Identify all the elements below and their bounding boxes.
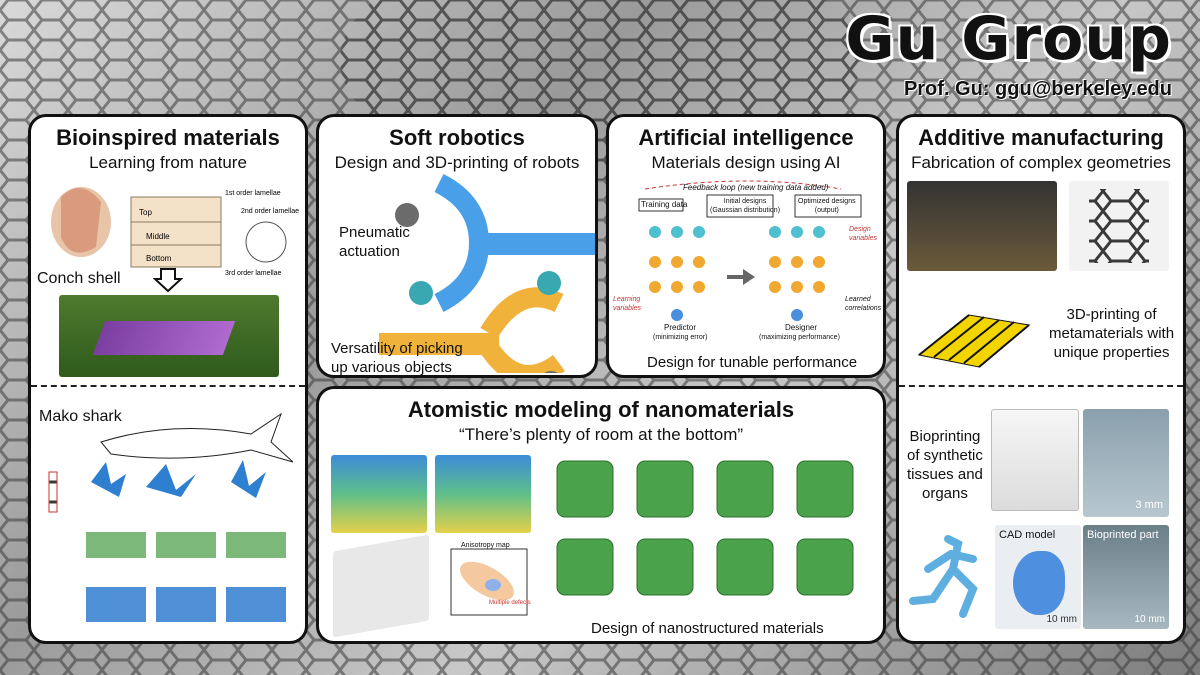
ai-training: Training data [641,200,688,209]
contact-email: Prof. Gu: ggu@berkeley.edu [903,78,1172,100]
fracture-sim-1 [331,455,427,533]
lamellae-3: 3rd order lamellae [225,270,282,277]
graphene-sheet-render [333,534,429,638]
ai-designer-sub: (maximizing performance) [759,334,840,341]
panel-title: Additive manufacturing [918,125,1164,150]
scale-3mm: 3 mm [1135,499,1164,511]
printed-shell-photo [59,295,279,377]
scale-10mm-a: 10 mm [1046,614,1077,625]
panel-title: Bioinspired materials [56,125,280,150]
ai-design-vars: Design variables [849,226,878,242]
panel-subtitle: Design and 3D-printing of robots [334,153,580,172]
layer-middle: Middle [146,232,170,241]
layer-top: Top [139,208,152,217]
panel-title: Soft robotics [389,125,525,150]
panel-soft-robotics: Soft robotics Design and 3D-printing of … [316,114,598,378]
panel-title: Artificial intelligence [638,125,854,150]
panel-title: Atomistic modeling of nanomaterials [407,397,795,422]
ai-learning-vars: Learning variables [613,296,642,312]
multiple-defects-label: Multiple defects [489,600,531,606]
runner-figure [909,535,978,618]
ai-caption: Design for tunable performance [647,354,858,371]
lamellae-2: 2nd order lamellae [241,208,299,215]
mako-shark-diagram [48,412,294,622]
versatility-label: Versatility of picking up various object… [331,340,463,376]
pneumatic-label: Pneumatic actuation [339,224,410,260]
soft-gripper-diagram [379,174,595,373]
cad-label: CAD model [999,529,1056,541]
mako-label: Mako shark [39,408,122,425]
scale-10mm-b: 10 mm [1134,614,1165,625]
neural-network-diagram [638,180,862,321]
lamellae-1: 1st order lamellae [225,190,281,197]
ai-predictor-sub: (minimizing error) [653,334,708,341]
metamaterial-render [917,314,1031,368]
meta-caption: 3D-printing of metamaterials with unique… [1049,306,1175,361]
bioprinted-label: Bioprinted part [1087,529,1159,541]
conch-label: Conch shell [37,270,121,287]
ai-learned-corr: Learned correlations [845,296,882,312]
panel-subtitle: “There’s plenty of room at the bottom” [458,425,744,444]
bioprinted-part-image: Bioprinted part 10 mm [1083,525,1169,629]
panel-ai: Artificial intelligence Materials design… [606,114,886,378]
lattice-photo [1069,181,1169,271]
ai-initial: Initial designs (Gaussian distribution) [710,198,781,214]
panel-subtitle: Learning from nature [89,153,247,172]
divider [31,385,305,387]
cad-model-image: CAD model 10 mm [995,525,1081,629]
layer-bottom: Bottom [146,254,172,263]
anisotropy-plot [450,548,528,616]
panel-atomistic: Atomistic modeling of nanomaterials “The… [316,386,886,644]
fracture-sim-2 [435,455,531,533]
panel-subtitle: Fabrication of complex geometries [911,153,1171,172]
atomistic-caption: Design of nanostructured materials [591,620,824,637]
down-arrow-icon [153,268,183,293]
anisotropy-label: Anisotropy map [461,542,510,549]
panel-bioinspired: Bioinspired materials Learning from natu… [28,114,308,644]
panel-subtitle: Materials design using AI [651,153,841,172]
ai-designer: Designer [785,323,818,332]
ai-feedback: Feedback loop (new training data added) [683,183,829,192]
group-title: Gu Group [845,4,1172,74]
bioprint-caption: Bioprinting of synthetic tissues and org… [907,428,983,502]
ai-predictor: Predictor [664,323,697,332]
divider [899,385,1183,387]
panel-additive: Additive manufacturing Fabrication of co… [896,114,1186,644]
nanostructure-grid [556,460,854,596]
bioprinter-photo [991,409,1079,511]
bioprint-dish-photo: 3 mm [1083,409,1169,517]
ai-optimized: Optimized designs (output) [798,198,856,214]
conch-shell-diagram: Top Middle Bottom 1st order lamellae 2nd… [51,187,299,277]
printer-photo [907,181,1057,271]
